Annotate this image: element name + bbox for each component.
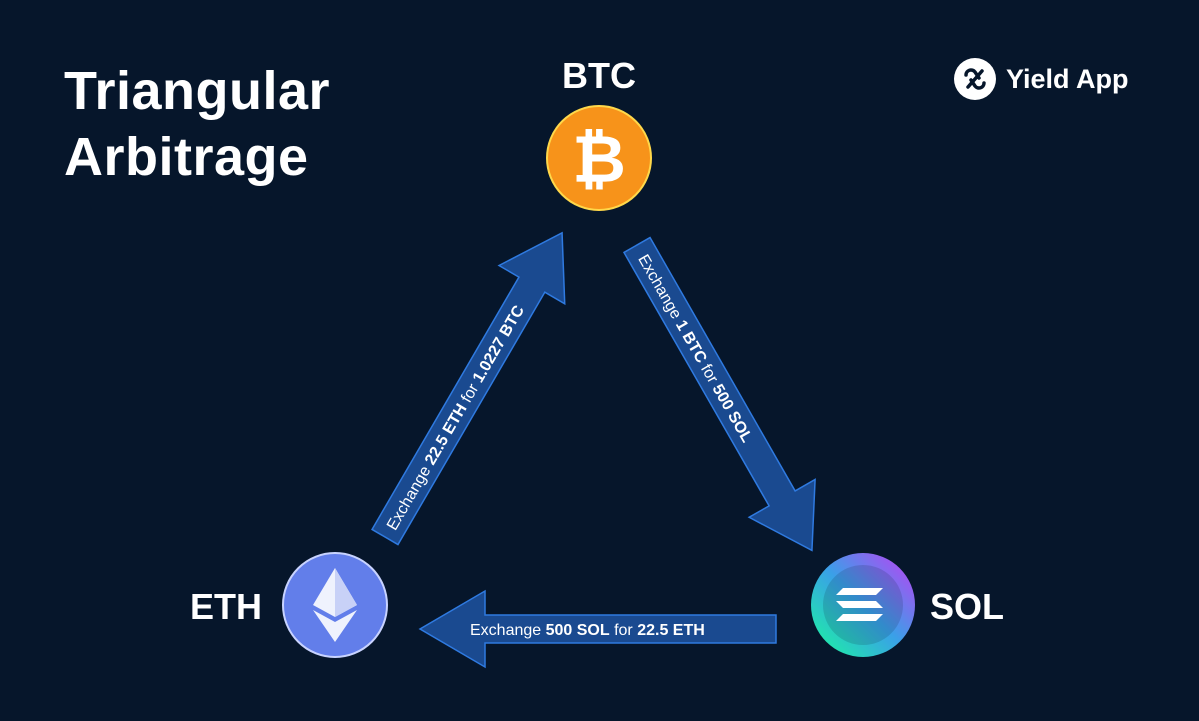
brand-logo: Yield App [954, 58, 1129, 100]
solana-icon [811, 553, 915, 657]
arrow-eth-to-btc: Exchange 22.5 ETH for 1.0227 BTC [371, 231, 566, 546]
brand-name: Yield App [1006, 63, 1129, 94]
arrow-btc-to-sol-label: Exchange 1 BTC for 500 SOL [634, 252, 755, 446]
btc-label: BTC [562, 55, 636, 96]
yield-app-logo-icon [954, 58, 996, 100]
title-line-2: Arbitrage [64, 127, 309, 187]
svg-text:₿: ₿ [572, 122, 626, 196]
sol-label: SOL [930, 586, 1005, 627]
title-line-1: Triangular [64, 61, 331, 121]
arrow-sol-to-eth: Exchange 500 SOL for 22.5 ETH [418, 589, 777, 669]
arrow-btc-to-sol: Exchange 1 BTC for 500 SOL [622, 236, 816, 552]
arrow-eth-to-btc-label: Exchange 22.5 ETH for 1.0227 BTC [384, 302, 528, 533]
arrow-sol-to-eth-label: Exchange 500 SOL for 22.5 ETH [470, 622, 705, 639]
eth-label: ETH [190, 586, 262, 627]
page-title: Triangular Arbitrage [64, 58, 330, 190]
ethereum-icon [282, 552, 388, 658]
bitcoin-icon: ₿ [546, 105, 652, 211]
